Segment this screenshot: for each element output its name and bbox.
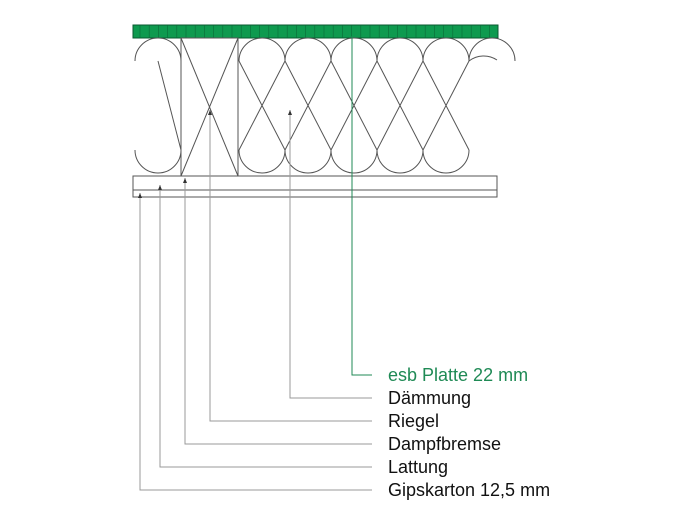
riegel-cross bbox=[180, 37, 239, 177]
leader-esb bbox=[351, 36, 372, 376]
leader-gipskarton bbox=[139, 193, 372, 491]
lattung-layer bbox=[132, 175, 498, 191]
label-dampfbremse: Dampfbremse bbox=[388, 434, 502, 454]
gipskarton-layer bbox=[132, 189, 498, 198]
label-riegel: Riegel bbox=[388, 411, 440, 431]
label-daemmung: Dämmung bbox=[388, 388, 472, 408]
label-gipskarton: Gipskarton 12,5 mm bbox=[388, 480, 551, 500]
label-lattung: Lattung bbox=[388, 457, 449, 477]
leader-lattung bbox=[159, 185, 372, 468]
leader-daemmung bbox=[289, 110, 372, 399]
leader-dampfbremse bbox=[184, 178, 372, 445]
leader-daemmung-arrow bbox=[288, 110, 292, 115]
label-esb-platte: esb Platte 22 mm bbox=[388, 365, 529, 385]
leader-lattung-arrow bbox=[158, 185, 162, 190]
leader-riegel bbox=[209, 110, 372, 422]
insulation bbox=[134, 37, 516, 174]
leader-gipskarton-arrow bbox=[138, 193, 142, 198]
leader-dampfbremse-arrow bbox=[183, 178, 187, 183]
leader-riegel-arrow bbox=[208, 110, 212, 115]
esb-board bbox=[132, 24, 499, 39]
